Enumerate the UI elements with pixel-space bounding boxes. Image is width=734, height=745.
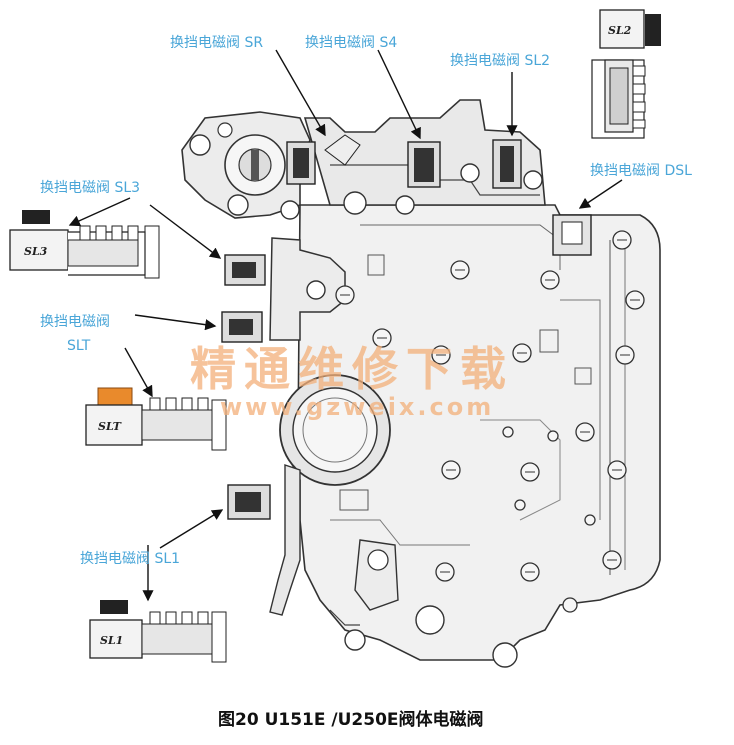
solenoid-dsl-mounted: [552, 214, 592, 256]
solenoid-sl1-detail: SL1: [89, 600, 227, 663]
label-s4: 换挡电磁阀 S4: [305, 34, 397, 51]
watermark-url: www.gzweix.com: [220, 393, 494, 421]
coil-label-sl3: SL3: [24, 245, 48, 258]
solenoid-sl1-mounted: [227, 484, 271, 520]
figure-caption: 图20 U151E /U250E阀体电磁阀: [218, 709, 484, 730]
label-sl2: 换挡电磁阀 SL2: [450, 52, 550, 69]
watermark-text: 精通维修下载: [190, 342, 514, 396]
label-dsl: 换挡电磁阀 DSL: [590, 162, 692, 179]
solenoid-sr-mounted: [286, 134, 361, 185]
solenoid-sl3-mounted: [224, 254, 266, 286]
solenoid-sl3-detail: SL3: [9, 210, 160, 279]
solenoid-s4-mounted: [407, 141, 441, 188]
label-sl3: 换挡电磁阀 SL3: [40, 179, 140, 196]
solenoid-slt-detail: SLT: [85, 387, 227, 451]
label-sl1: 换挡电磁阀 SL1: [80, 550, 180, 567]
leader-arrows: [68, 49, 623, 602]
solenoid-sl2-detail: SL2: [591, 9, 661, 139]
label-slt-line2: SLT: [67, 338, 91, 354]
solenoid-slt-mounted: [221, 311, 263, 343]
label-slt-line1: 换挡电磁阀: [40, 313, 110, 330]
coil-label-slt: SLT: [98, 420, 122, 433]
coil-label-sl2: SL2: [608, 24, 632, 37]
solenoid-sl2-mounted: [492, 139, 522, 189]
valve-body: [181, 99, 661, 668]
coil-label-sl1: SL1: [100, 634, 123, 647]
label-sr: 换挡电磁阀 SR: [170, 34, 263, 51]
